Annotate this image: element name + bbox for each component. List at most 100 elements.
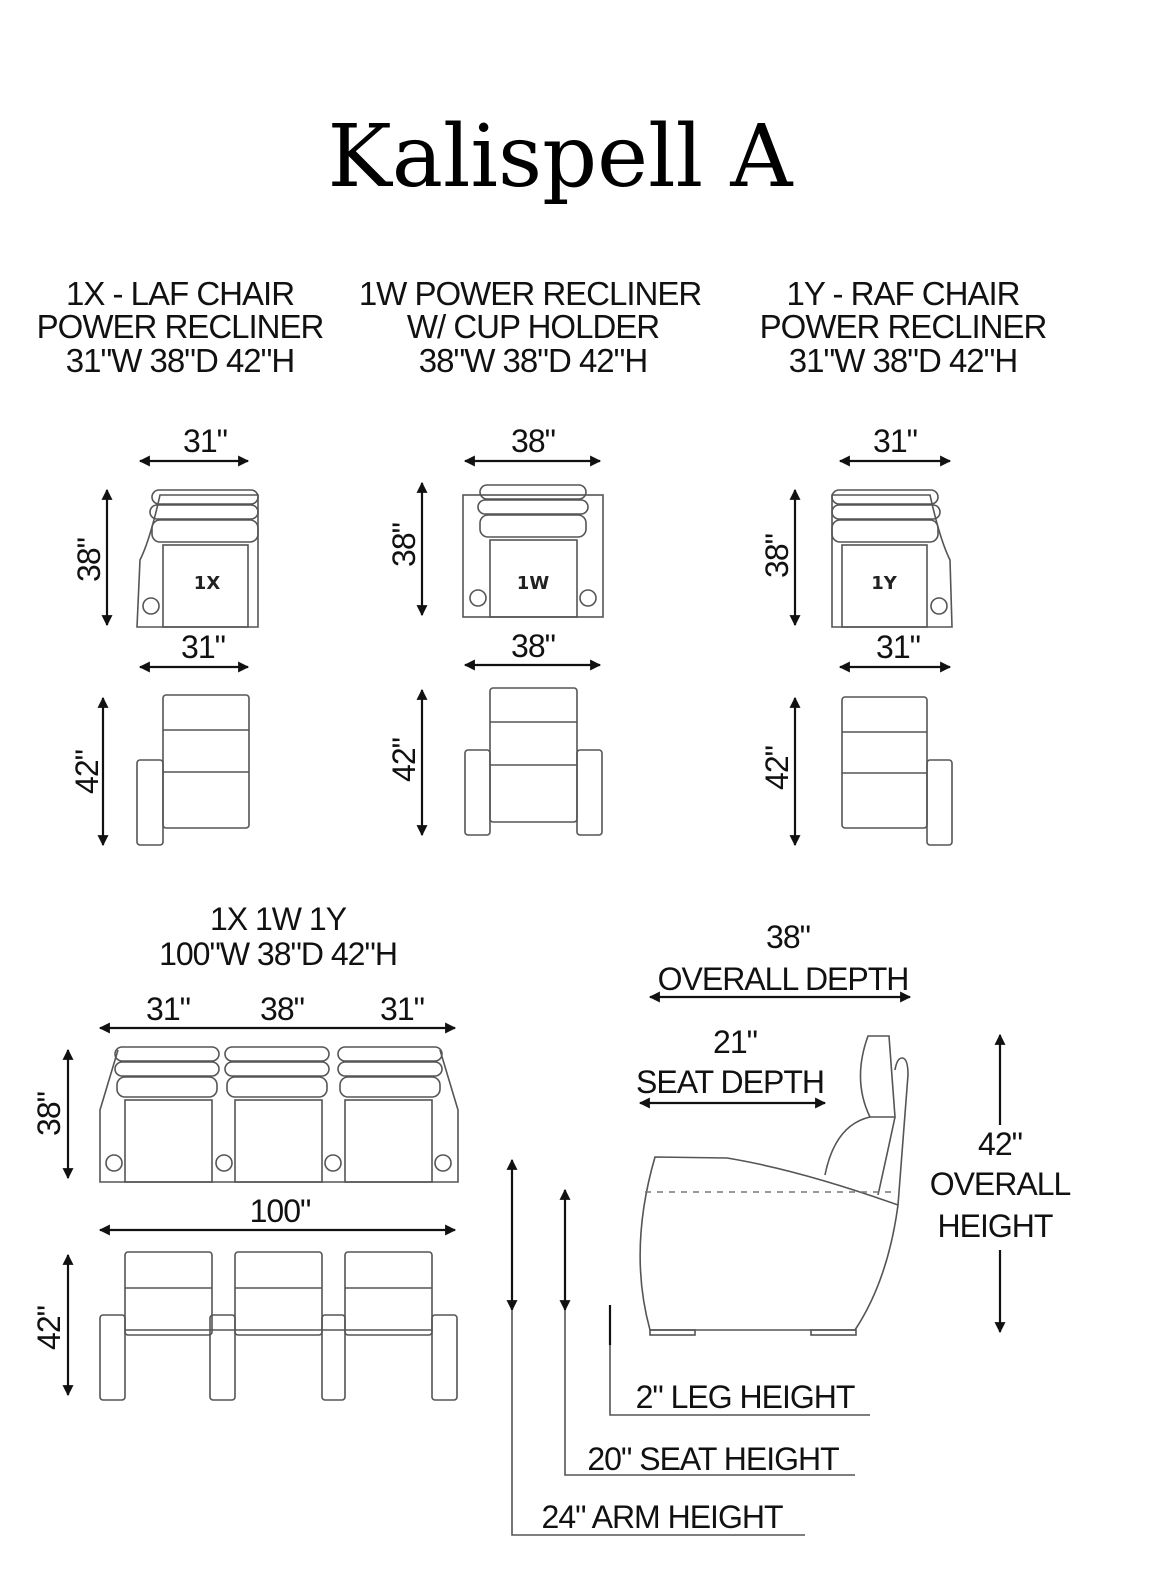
dimension-label: 100" [250,1193,311,1229]
drawing-stroke [99,1314,126,1401]
chair-1x-top-view: 31" 38" 1X [71,423,259,628]
sectional-top-view: 31" 38" 31" 38" [31,991,459,1183]
drawing-stroke [810,1329,857,1336]
drawing-stroke [464,749,491,836]
dimension-label: 31" [380,991,424,1027]
drawing-stroke [151,489,259,505]
dimension-label: 24" ARM HEIGHT [542,1499,783,1535]
drawing-stroke [564,1310,855,1476]
drawing-stroke [639,1156,899,1331]
dimension-label: 1X - LAF CHAIR [66,275,294,312]
drawing-stroke [489,687,578,823]
dimension-label: 31" [183,423,227,459]
header-1w: 1W POWER RECLINER W/ CUP HOLDER 38"W 38"… [359,275,703,379]
drawing-stroke [489,539,578,618]
dimension-label: 38" [260,991,304,1027]
drawing-stroke [321,1314,346,1401]
drawing-stroke [224,1046,330,1062]
drawing-stroke [469,589,487,607]
dimension-label: 100"W 38"D 42"H [159,936,397,972]
drawing-stroke [99,1049,459,1183]
dimension-label: OVERALL DEPTH [658,961,909,997]
drawing-stroke [477,499,589,515]
dimension-label: 31"W 38"D 42"H [66,342,294,379]
drawing-stroke [859,1035,896,1118]
drawing-stroke [209,1314,236,1401]
drawing-stroke [831,494,953,628]
drawing-stroke [841,544,928,628]
drawing-stroke [344,1099,433,1183]
header-1y: 1Y - RAF CHAIR POWER RECLINER 31"W 38"D … [760,275,1048,379]
drawing-stroke [226,1076,328,1098]
dimension-label: 38" [511,628,555,664]
drawing-stroke [151,519,259,543]
dimension-label: 1W POWER RECLINER [359,275,702,312]
drawing-stroke [114,1046,220,1062]
drawing-stroke [224,1061,330,1077]
drawing-stroke [960,1125,1050,1250]
drawing-stroke [431,1314,458,1401]
drawing-stroke [479,484,587,500]
dimension-label: OVERALL [930,1166,1071,1202]
drawing-stroke [162,544,249,628]
drawing-stroke [124,1099,213,1183]
dimension-label: SEAT DEPTH [636,1064,824,1100]
dimension-label: 1Y - RAF CHAIR [787,275,1020,312]
chair-1w-front-view: 38" 42" [386,628,603,837]
drawing-stroke [234,1251,323,1336]
drawing-stroke [105,1154,123,1172]
drawing-stroke [142,597,160,615]
dimension-label: 1W [517,573,550,594]
drawing-stroke [149,504,259,520]
dimension-label: 38" [71,538,107,582]
dimension-label: POWER RECLINER [37,308,324,345]
sectional-header: 1X 1W 1Y 100"W 38"D 42"H [159,901,398,972]
dimension-label: 38" [386,523,422,567]
drawing-stroke [434,1154,452,1172]
drawing-stroke [479,514,587,538]
drawing-stroke [649,1329,696,1336]
dimension-label: 38"W 38"D 42"H [419,342,647,379]
drawing-stroke [339,1076,441,1098]
dimension-label: 42" [759,746,795,790]
dimension-label: 1X [194,573,221,594]
drawing-stroke [116,1076,218,1098]
drawing-stroke [215,1154,233,1172]
dimension-label: 42" [386,738,422,782]
dimension-label: 38" [511,423,555,459]
drawing-stroke [579,589,597,607]
drawing-stroke [824,1116,896,1196]
dimension-label: 31"W 38"D 42"H [789,342,1017,379]
drawing-stroke [609,1345,870,1416]
dimension-label: 42" [69,750,105,794]
drawing-stroke [831,489,939,505]
drawing-stroke [576,749,603,836]
dimension-label: 1X 1W 1Y [210,901,347,937]
chair-1y-front-view: 31" 42" [759,629,953,847]
dimension-label: 38" [766,919,810,955]
drawing-stroke [511,1310,805,1536]
header-1x: 1X - LAF CHAIR POWER RECLINER 31"W 38"D … [37,275,325,379]
drawing-stroke [344,1251,433,1336]
dimension-label: W/ CUP HOLDER [407,308,659,345]
drawing-stroke [234,1099,323,1183]
dimension-label: 38" [31,1092,67,1136]
drawing-stroke [894,1057,909,1206]
dimension-label: POWER RECLINER [760,308,1047,345]
sectional-front-view: 100" 42" [31,1193,458,1401]
drawing-stroke [841,696,928,829]
dimension-label: 2" LEG HEIGHT [636,1379,855,1415]
drawing-stroke [136,494,259,628]
chair-1w-top-view: 38" 38" 1W [386,423,604,618]
drawing-stroke [337,1061,443,1077]
dimension-label: HEIGHT [938,1208,1053,1244]
dimension-label: 31" [146,991,190,1027]
drawing-stroke [124,1251,213,1336]
dimension-label: 31" [181,629,225,665]
dimension-label: 21" [713,1024,757,1060]
chair-1x-front-view: 31" 42" [69,629,250,847]
dimension-label: 42" [31,1306,67,1350]
dimension-label: 31" [873,423,917,459]
